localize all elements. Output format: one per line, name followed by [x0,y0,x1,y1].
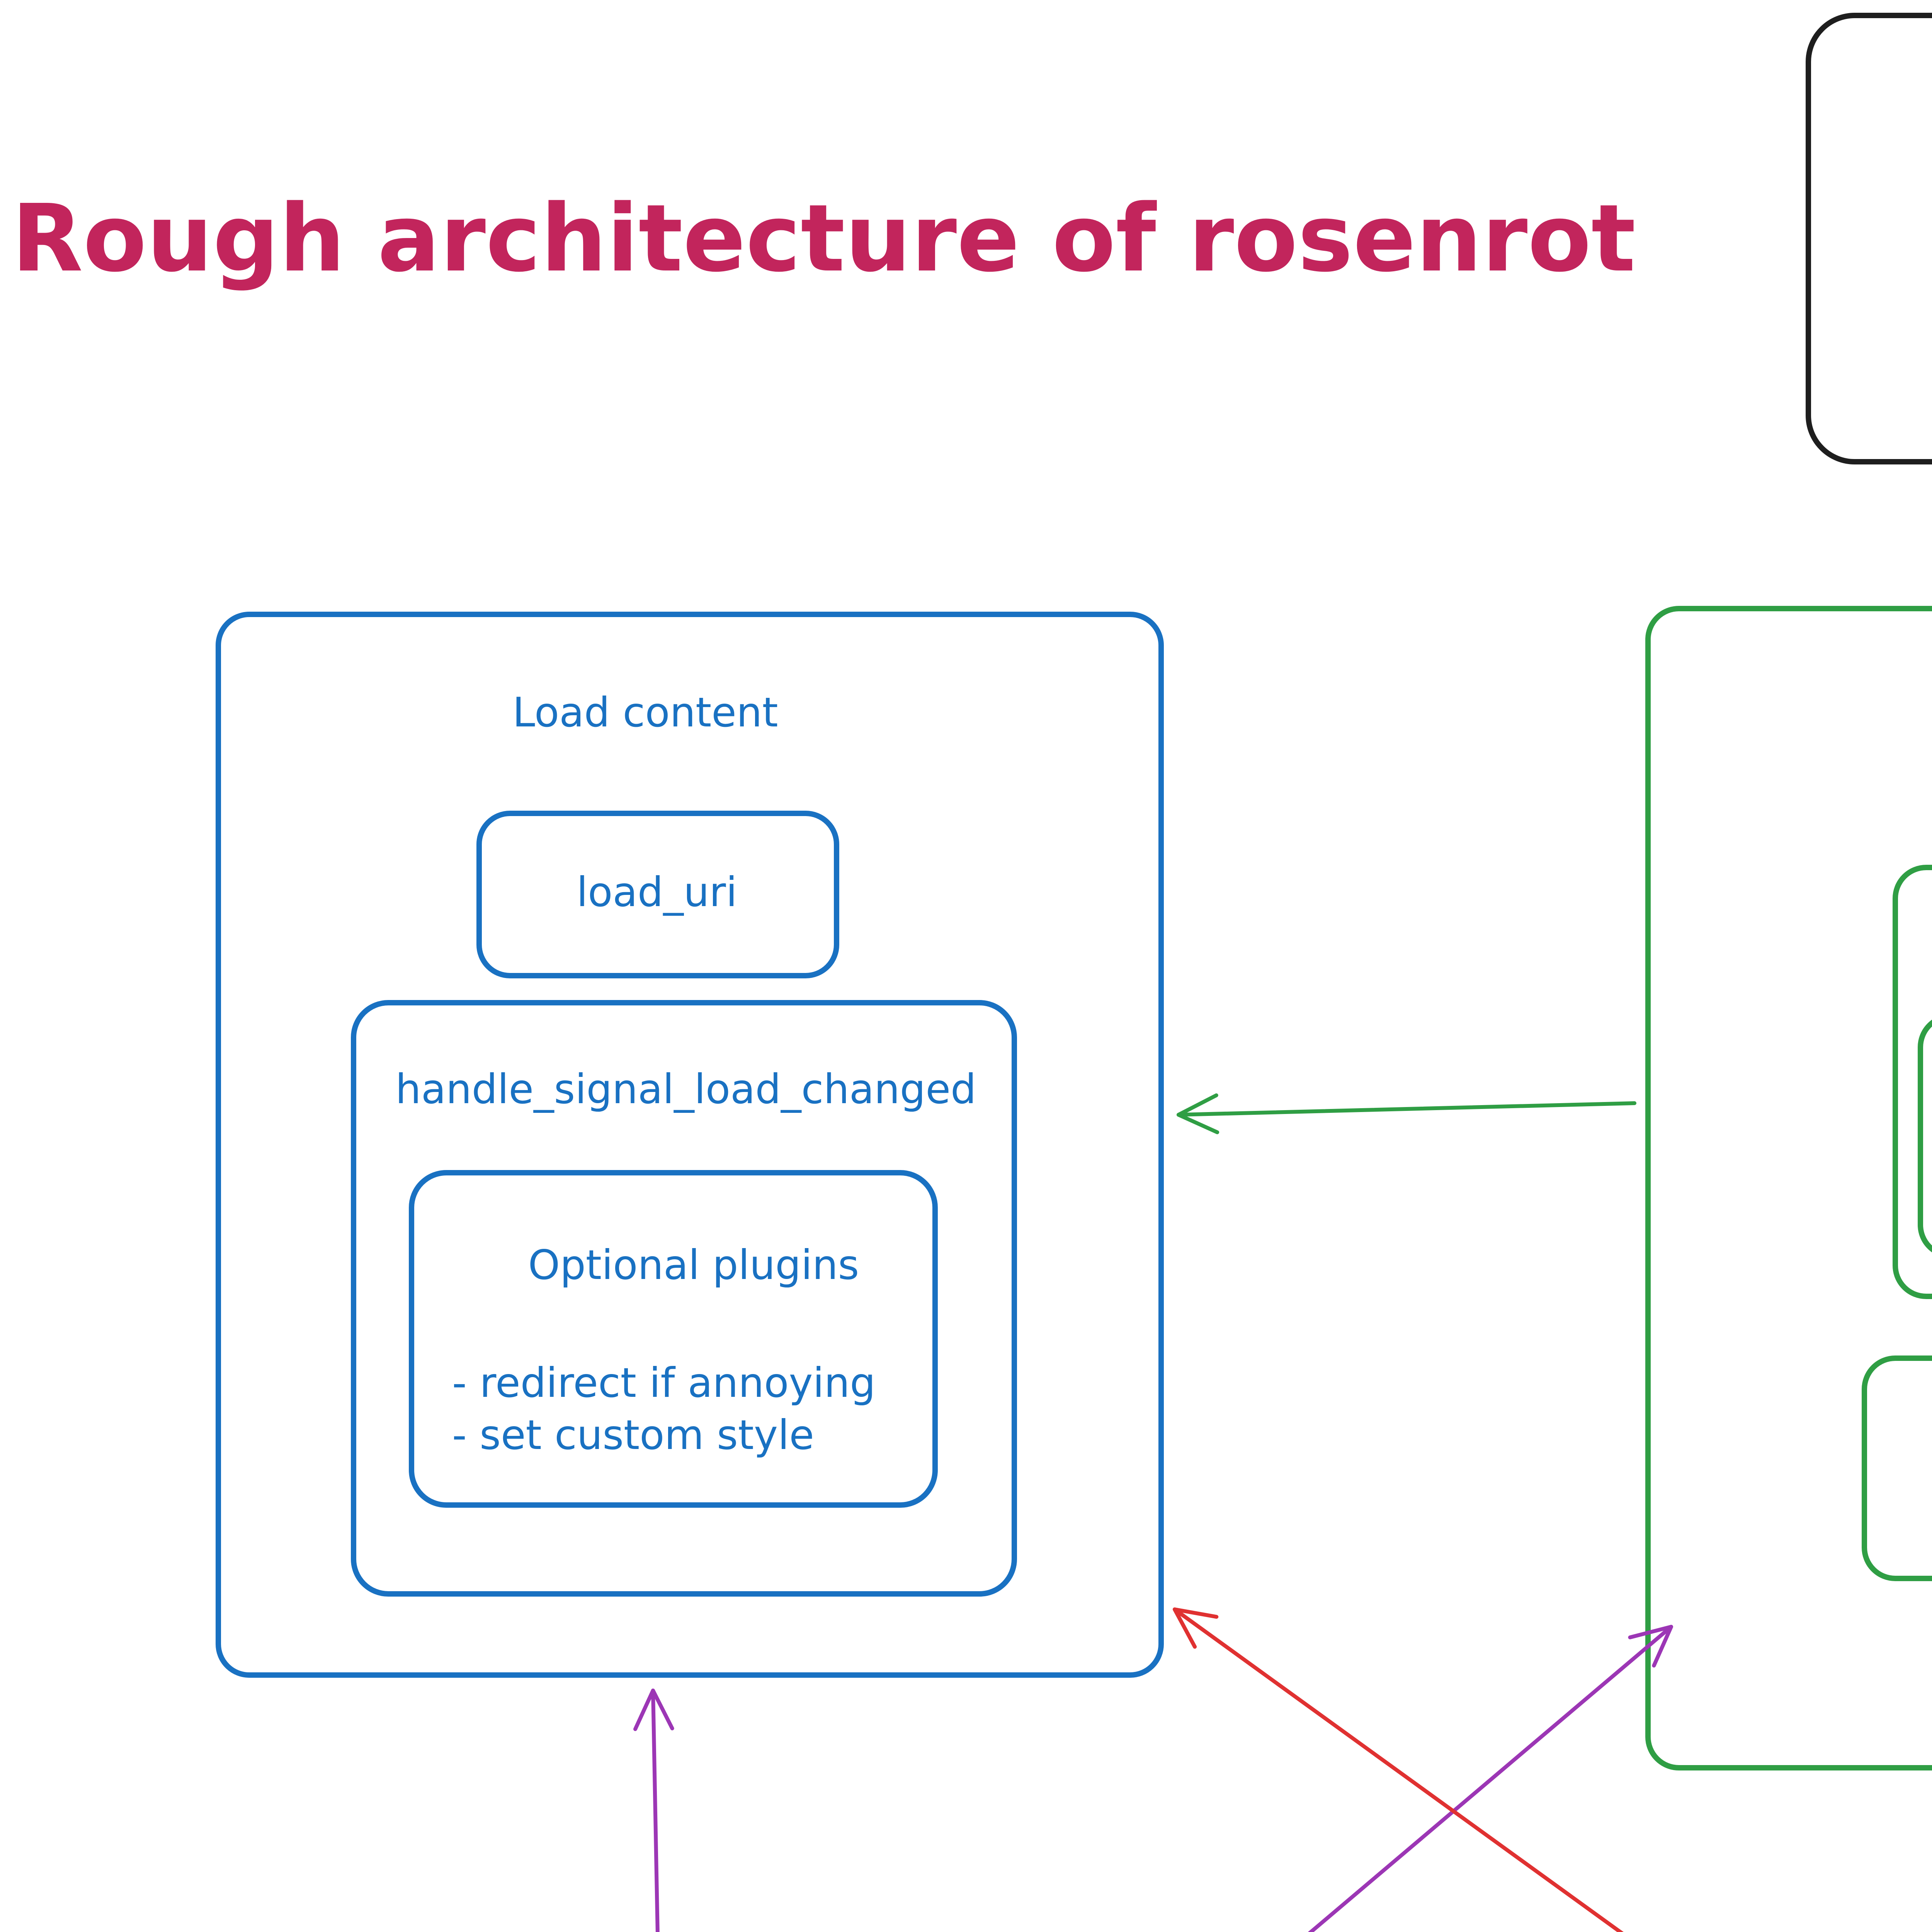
arrow-line [651,1689,660,1932]
load-changed-label: handle_signal_load_changed [395,1066,976,1113]
new-tabs-box[interactable] [1645,606,1932,1770]
arrow-bar-to-load [1173,1607,1624,1932]
diagram-title: Rough architecture of rosenrot [12,184,1636,293]
create-tab-signal-box[interactable] [1862,1355,1932,1581]
plugins-box[interactable] [409,1170,938,1508]
new-tabs-group: New tabs notebook_create_new_tab create_… [1645,606,1932,1770]
arrow-line [1173,1607,1624,1932]
load-uri-box[interactable] [476,811,839,978]
load-content-label: Load content [512,689,778,736]
arrowhead [1628,1625,1673,1668]
plugin-item: - redirect if annoying [452,1359,876,1406]
init-box[interactable] [1806,13,1932,464]
plugin-item: - set custom style [452,1412,814,1459]
arrow-line [1308,1625,1673,1932]
arrowhead [1177,1093,1219,1134]
webview-box[interactable] [1918,1016,1932,1256]
load-uri-label: load_uri [577,869,737,916]
notebook-box[interactable] [1893,865,1932,1299]
arrow-shortcuts-to-load [633,1689,674,1932]
load-content-group: Load content load_uri handle_signal_load… [216,612,1164,1678]
arrowhead [633,1689,674,1731]
init-group: Initialize and run main.c config.h [1806,13,1932,464]
load-changed-box[interactable] [351,1000,1017,1597]
plugins-label: Optional plugins [528,1242,859,1289]
arrow-tabs-to-load [1177,1093,1636,1134]
arrowhead [1173,1607,1219,1649]
arrow-line [1177,1101,1636,1117]
arrow-shortcuts-to-tabs [1308,1625,1673,1932]
load-content-box[interactable] [216,612,1164,1678]
